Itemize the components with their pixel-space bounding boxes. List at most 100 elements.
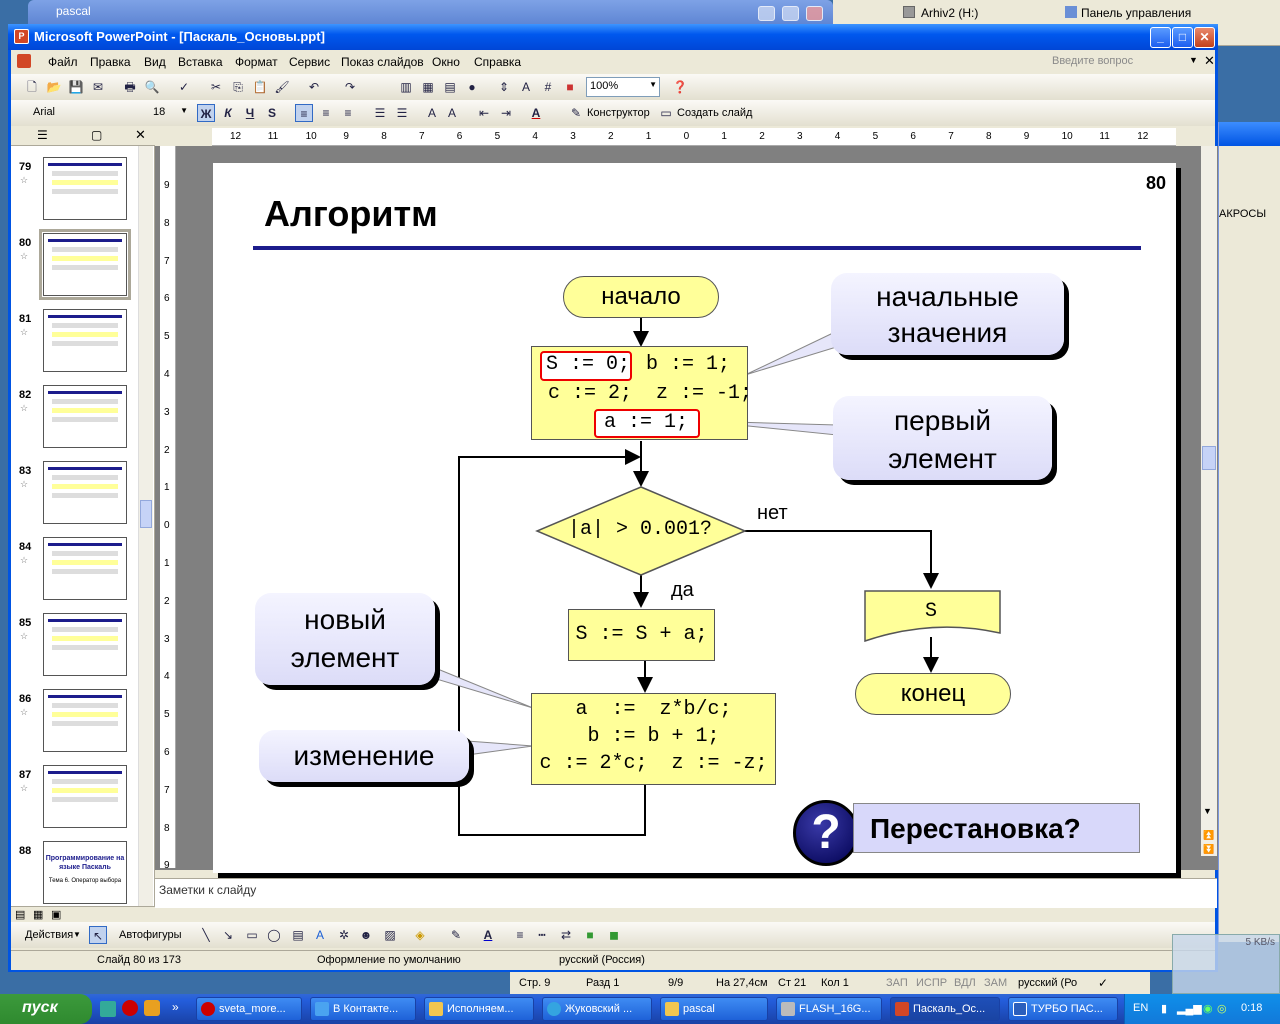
- slide-thumbnail[interactable]: [43, 613, 127, 676]
- document-close-icon[interactable]: ✕: [1204, 53, 1215, 68]
- arrow-icon[interactable]: ↘: [222, 928, 234, 942]
- slide-title[interactable]: Алгоритм: [264, 193, 438, 234]
- powerpoint-app-icon[interactable]: P: [14, 29, 29, 44]
- new-slide-icon[interactable]: ▭: [660, 106, 672, 120]
- minimize-button[interactable]: _: [1150, 27, 1171, 48]
- slide-vertical-scrollbar[interactable]: ▼ ⏫ ⏬: [1201, 146, 1217, 856]
- drive-label[interactable]: Arhiv2 (H:): [921, 6, 979, 20]
- word-ext[interactable]: ВДЛ: [954, 977, 976, 989]
- table-icon[interactable]: ▦: [422, 80, 434, 94]
- align-center-icon[interactable]: ≡: [322, 106, 330, 120]
- show-formatting-icon[interactable]: A: [521, 80, 530, 94]
- slides-pane-scrollbar[interactable]: [138, 146, 153, 906]
- scrollbar-thumb[interactable]: [1202, 446, 1216, 470]
- word-trk[interactable]: ИСПР: [916, 977, 948, 989]
- callout-change[interactable]: изменение: [259, 730, 469, 782]
- start-terminal[interactable]: начало: [563, 276, 719, 318]
- slide-thumbnail[interactable]: [39, 229, 131, 300]
- right-window-titlebar[interactable]: [1219, 122, 1280, 146]
- next-slide-icon[interactable]: ⏬: [1203, 844, 1215, 854]
- maximize-button[interactable]: □: [1172, 27, 1193, 48]
- copy-icon[interactable]: ⎘: [233, 80, 243, 94]
- arrow-style-icon[interactable]: ⇄: [560, 928, 572, 942]
- fill-color-icon[interactable]: ◈: [415, 928, 425, 942]
- align-left-icon[interactable]: ≡: [295, 104, 313, 122]
- background-maximize-button[interactable]: [782, 6, 799, 21]
- task-flash-drive[interactable]: FLASH_16G...: [776, 997, 882, 1021]
- font-size-select[interactable]: 18▼: [149, 103, 191, 123]
- task-skype[interactable]: Жуковский ...: [542, 997, 652, 1021]
- cut-icon[interactable]: ✂: [210, 80, 222, 94]
- document-icon[interactable]: [17, 54, 31, 68]
- background-minimize-button[interactable]: [758, 6, 775, 21]
- open-icon[interactable]: 📂: [46, 80, 62, 94]
- outline-tab-icon[interactable]: ☰: [37, 128, 48, 142]
- hyperlink-icon[interactable]: ●: [468, 80, 476, 94]
- line-style-icon[interactable]: ≡: [516, 928, 524, 942]
- scroll-down-icon[interactable]: ▼: [1203, 806, 1212, 816]
- 3d-style-icon[interactable]: ◼: [609, 928, 619, 942]
- actions-button[interactable]: Действия: [25, 929, 74, 941]
- callout-first-element[interactable]: первый элемент: [833, 396, 1052, 480]
- bullets-icon[interactable]: ☰: [396, 106, 408, 120]
- bold-button[interactable]: Ж: [197, 104, 215, 122]
- callout-new-element[interactable]: новый элемент: [255, 593, 435, 685]
- new-slide-button[interactable]: Создать слайд: [677, 107, 753, 119]
- sorter-view-icon[interactable]: ▦: [33, 909, 44, 921]
- picture-icon[interactable]: ▨: [384, 928, 396, 942]
- color-grayscale-icon[interactable]: ■: [566, 80, 574, 94]
- clipart-icon[interactable]: ☻: [359, 928, 373, 942]
- slides-tab-icon[interactable]: ▢: [91, 128, 103, 142]
- design-template[interactable]: Оформление по умолчанию: [317, 954, 461, 966]
- expand-icon[interactable]: ⇕: [498, 80, 510, 94]
- tray-app-icon[interactable]: ◉: [1203, 1003, 1213, 1015]
- permission-icon[interactable]: ✉: [92, 80, 104, 94]
- grid-icon[interactable]: #: [544, 80, 552, 94]
- designer-button[interactable]: Конструктор: [587, 107, 650, 119]
- pane-close-icon[interactable]: ✕: [135, 127, 146, 142]
- format-painter-icon[interactable]: 🖌: [274, 80, 290, 94]
- menu-slideshow[interactable]: Показ слайдов: [341, 55, 424, 69]
- zoom-select[interactable]: 100%▼: [586, 77, 660, 97]
- menu-tools[interactable]: Сервис: [289, 55, 331, 69]
- menu-format[interactable]: Формат: [235, 55, 278, 69]
- slide-thumbnail[interactable]: [43, 461, 127, 524]
- language-indicator[interactable]: EN: [1133, 1002, 1149, 1014]
- right-window-menu-text[interactable]: АКРОСЫ: [1219, 208, 1267, 220]
- font-color-icon[interactable]: A: [483, 928, 493, 942]
- slide-thumbnail[interactable]: [43, 689, 127, 752]
- menu-window[interactable]: Окно: [432, 55, 460, 69]
- update-block[interactable]: a := z*b/c; b := b + 1; c := 2*c; z := -…: [531, 693, 776, 785]
- quicklaunch-icon[interactable]: [144, 1000, 160, 1016]
- word-rec[interactable]: ЗАП: [886, 977, 908, 989]
- menu-file[interactable]: Файл: [48, 55, 78, 69]
- slide[interactable]: 80 Алгоритм начало S := 0; b := 1; c := …: [213, 163, 1176, 873]
- slide-thumbnail[interactable]: [43, 385, 127, 448]
- chart-icon[interactable]: ▥: [400, 80, 412, 94]
- title-bar[interactable]: P Microsoft PowerPoint - [Паскаль_Основы…: [8, 24, 1218, 50]
- show-desktop-icon[interactable]: [100, 1001, 116, 1017]
- decrease-font-icon[interactable]: A: [447, 106, 456, 120]
- signal-icon[interactable]: ▂▄▆: [1177, 1003, 1202, 1015]
- print-icon[interactable]: 🖶: [124, 80, 136, 94]
- save-icon[interactable]: 💾: [68, 80, 84, 94]
- designer-icon[interactable]: ✎: [570, 106, 582, 120]
- slide-thumbnail[interactable]: [43, 309, 127, 372]
- normal-view-icon[interactable]: ▤: [15, 909, 26, 921]
- font-color-icon[interactable]: A: [531, 106, 541, 120]
- help-search-input[interactable]: Введите вопрос: [1052, 55, 1134, 67]
- menu-view[interactable]: Вид: [144, 55, 166, 69]
- task-opera[interactable]: sveta_more...: [196, 997, 302, 1021]
- print-preview-icon[interactable]: 🔍: [144, 80, 160, 94]
- redo-icon[interactable]: ↷: [344, 80, 356, 94]
- dash-style-icon[interactable]: ┅: [538, 928, 546, 942]
- chevron-down-icon[interactable]: ▼: [73, 930, 81, 939]
- control-panel-link[interactable]: Панель управления: [1081, 6, 1192, 20]
- quicklaunch-more-icon[interactable]: »: [172, 1000, 179, 1014]
- opera-icon[interactable]: [122, 1000, 138, 1016]
- start-button[interactable]: пуск: [0, 994, 92, 1024]
- new-icon[interactable]: 🗋: [27, 80, 37, 94]
- tables-borders-icon[interactable]: ▤: [444, 80, 456, 94]
- textbox-icon[interactable]: ▤: [292, 928, 304, 942]
